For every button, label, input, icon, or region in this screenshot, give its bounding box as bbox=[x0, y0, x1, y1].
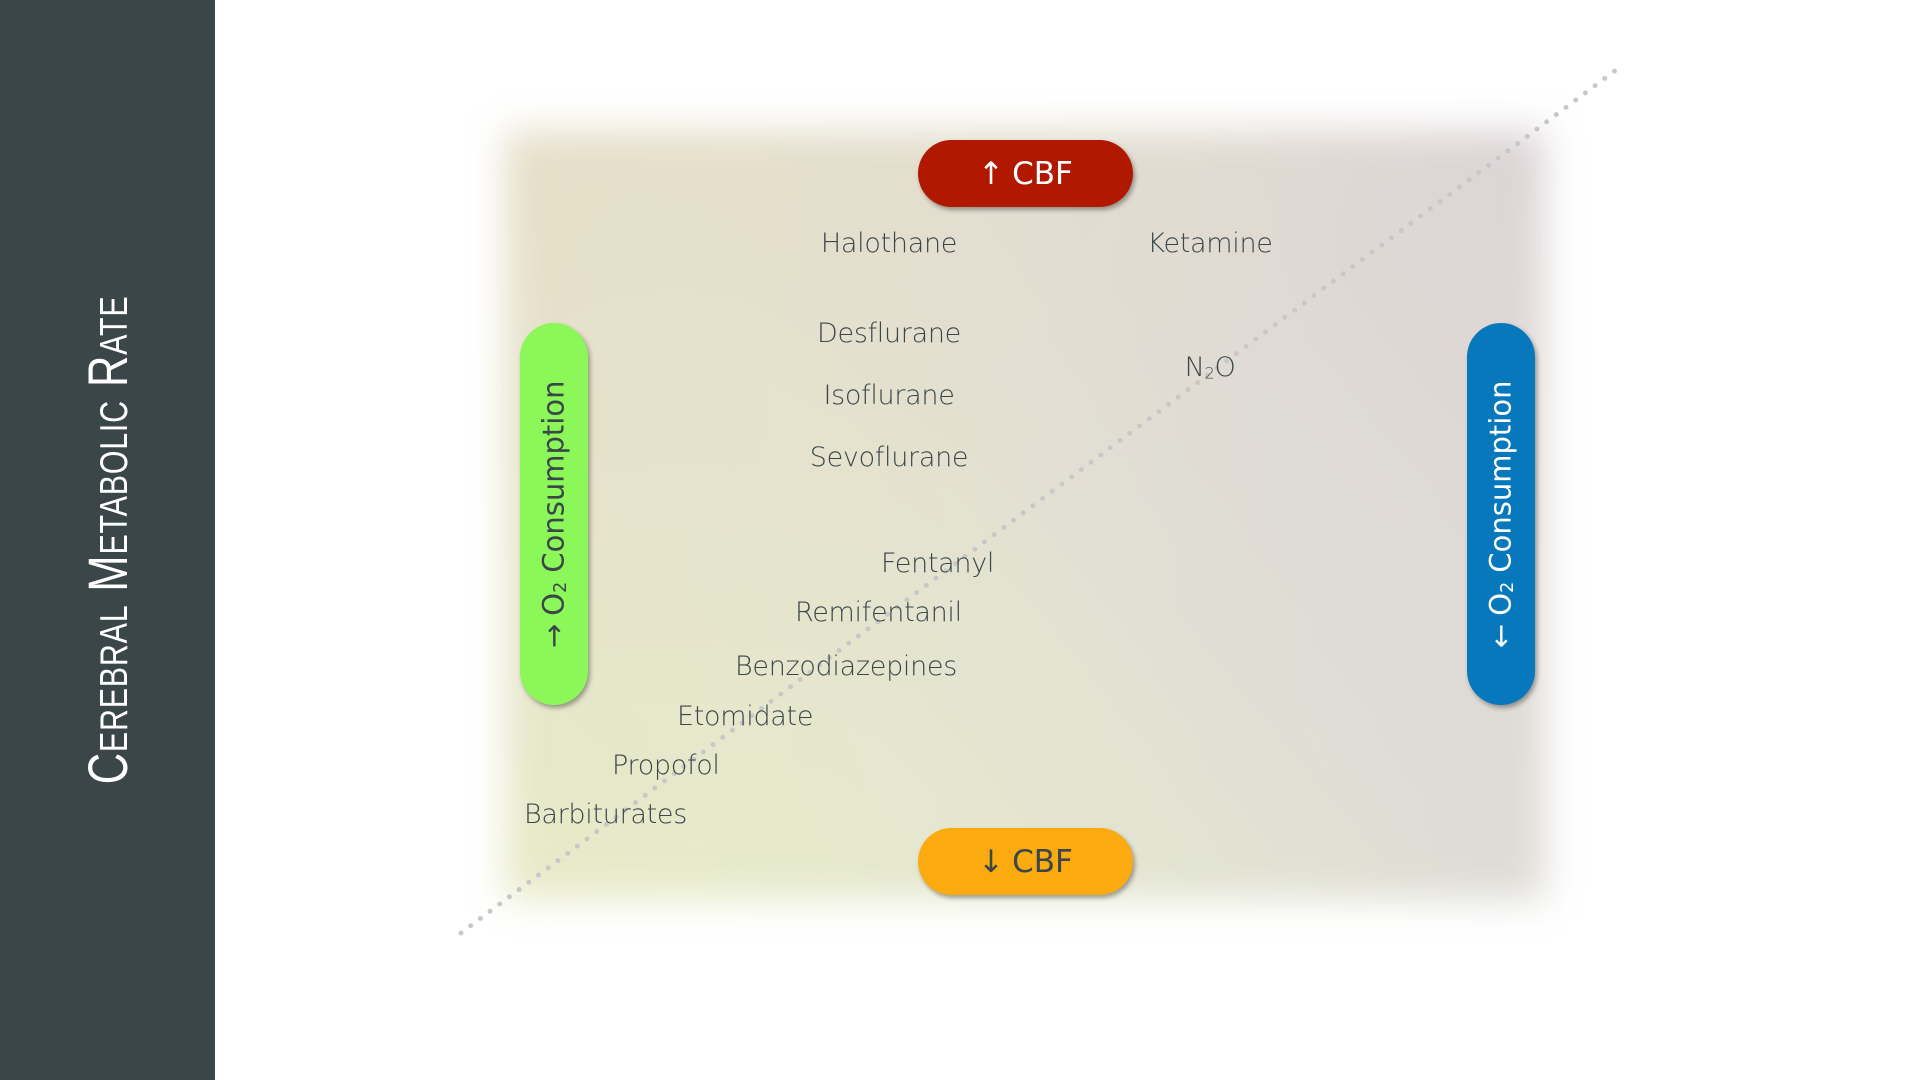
cbf-increase-label: CBF bbox=[1012, 155, 1073, 192]
o2-decrease-suffix: Consumption bbox=[536, 380, 571, 582]
drug-label-fentanyl: Fentanyl bbox=[881, 548, 995, 579]
o2-decrease-subscript: 2 bbox=[551, 581, 572, 593]
drug-label-desflurane: Desflurane bbox=[817, 318, 961, 349]
n2o-prefix: N bbox=[1184, 352, 1205, 383]
drug-label-etomidate: Etomidate bbox=[677, 701, 814, 732]
drug-label-ketamine: Ketamine bbox=[1147, 228, 1273, 259]
o2-increase-prefix: O bbox=[1483, 592, 1518, 616]
arrow-down-icon: ↓ bbox=[978, 843, 1005, 880]
o2-increase-subscript: 2 bbox=[1498, 581, 1519, 593]
drug-label-propofol: Propofol bbox=[612, 750, 720, 781]
arrow-up-icon: ← bbox=[1483, 623, 1518, 648]
o2-increase-suffix: Consumption bbox=[1483, 380, 1518, 582]
cbf-increase-pill: ↑ CBF bbox=[918, 140, 1133, 207]
arrow-down-icon: → bbox=[536, 623, 571, 648]
drug-label-barbiturates: Barbiturates bbox=[524, 799, 687, 830]
sidebar: Cerebral Metabolic Rate bbox=[0, 0, 215, 1080]
n2o-subscript: 2 bbox=[1204, 363, 1215, 383]
o2-decrease-prefix: O bbox=[536, 592, 571, 616]
diagonal-dotted-line bbox=[458, 67, 1619, 936]
cbf-decrease-pill: ↓ CBF bbox=[918, 828, 1133, 895]
o2-consumption-decrease-pill: → O2 Consumption bbox=[520, 323, 588, 705]
arrow-up-icon: ↑ bbox=[978, 155, 1005, 192]
drug-label-halothane: Halothane bbox=[820, 228, 958, 259]
drug-label-sevoflurane: Sevoflurane bbox=[809, 442, 969, 473]
o2-consumption-increase-pill: ← O2 Consumption bbox=[1467, 323, 1535, 705]
drug-label-n2o: N2O bbox=[1185, 352, 1236, 383]
drug-label-isoflurane: Isoflurane bbox=[823, 380, 955, 411]
n2o-suffix: O bbox=[1214, 352, 1236, 383]
drug-label-benzodiazepines: Benzodiazepines bbox=[735, 651, 957, 682]
drug-label-remifentanil: Remifentanil bbox=[795, 597, 962, 628]
cbf-decrease-label: CBF bbox=[1012, 843, 1073, 880]
